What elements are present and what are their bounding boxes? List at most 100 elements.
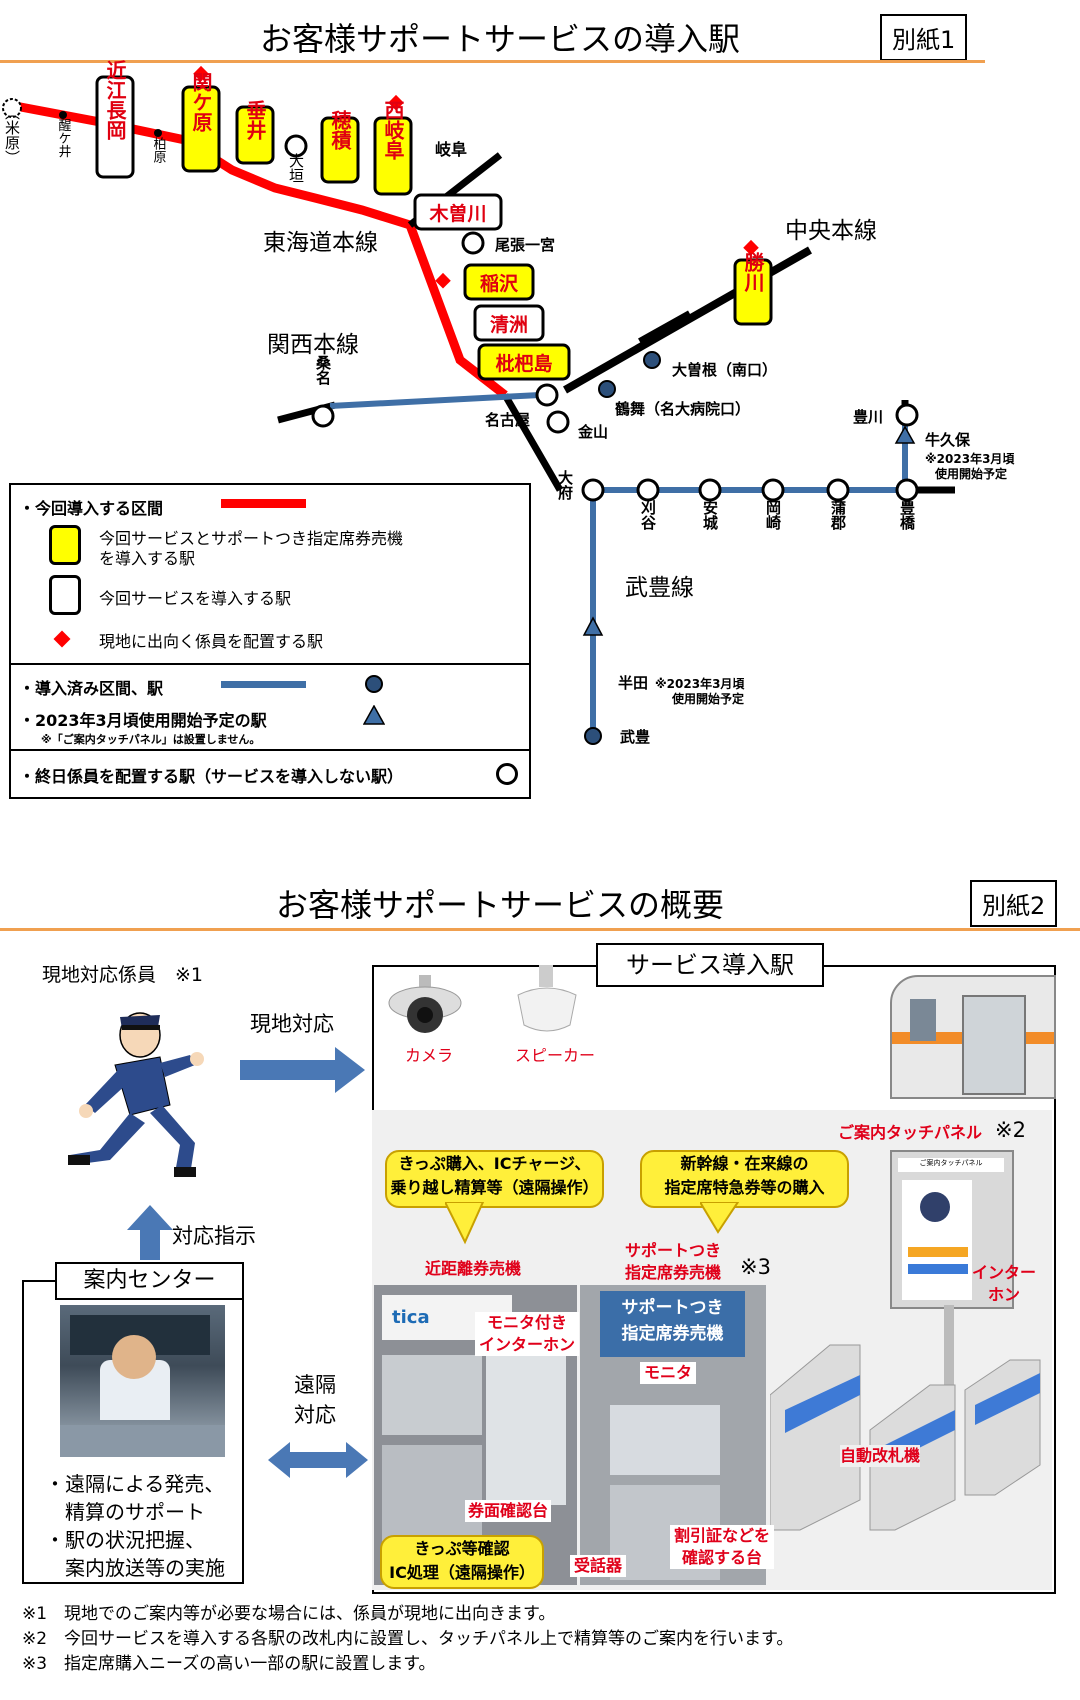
bubble2-line1: 新幹線・在来線の bbox=[680, 1154, 809, 1173]
station-ogaki bbox=[284, 134, 308, 158]
center-items: ・遠隔による発売、 精算のサポート ・駅の状況把握、 案内放送等の実施 bbox=[45, 1470, 225, 1582]
label-owari-ichinomiya: 尾張一宮 bbox=[495, 236, 555, 254]
label-kiyosu: 清洲 bbox=[490, 313, 528, 336]
box-sekigahara bbox=[181, 85, 221, 173]
label-kariya: 刈谷 bbox=[639, 499, 657, 531]
intercom-line1: インター bbox=[972, 1263, 1037, 1282]
instruction-label: 対応指示 bbox=[172, 1224, 256, 1248]
onsite-label: 現地対応 bbox=[250, 1012, 334, 1036]
speaker-label: スピーカー bbox=[515, 1046, 596, 1065]
support-sign-line1: サポートつき bbox=[621, 1298, 724, 1318]
operator-head bbox=[112, 1335, 156, 1379]
section1-title: お客様サポートサービスの導入駅 bbox=[259, 20, 740, 58]
ticket-table-label: 券面確認台 bbox=[465, 1500, 552, 1522]
bubble1-line1: きっぷ購入、ICチャージ、 bbox=[398, 1154, 591, 1173]
legend-white-circle bbox=[496, 763, 518, 785]
station-toyokawa bbox=[895, 403, 919, 427]
short-machine-label: 近距離券売機 bbox=[425, 1259, 522, 1278]
label-obu: 大府 bbox=[556, 469, 574, 501]
monitor-intercom-line2: インターホン bbox=[479, 1335, 576, 1354]
discount-line1: 割引証などを bbox=[674, 1526, 771, 1545]
station-gamagori bbox=[826, 478, 850, 502]
legend-blue-circle bbox=[365, 675, 383, 693]
touch-panel-header: ご案内タッチパネル bbox=[898, 1158, 1004, 1172]
touch-panel-avatar bbox=[920, 1192, 950, 1222]
label-handa: 半田 bbox=[618, 674, 648, 692]
label-biwajima: 枇杷島 bbox=[495, 352, 552, 375]
chuo-black-mid bbox=[638, 310, 692, 346]
onsite-arrow bbox=[240, 1047, 365, 1093]
diamond-inazawa bbox=[435, 272, 451, 289]
bubble1-tail bbox=[445, 1202, 485, 1245]
camera-label: カメラ bbox=[405, 1046, 454, 1065]
legend: ・今回導入する区間 今回サービスとサポートつき指定席券売機 を導入する駅 今回サ… bbox=[9, 483, 531, 799]
bubble3-line2: IC処理（遠隔操作） bbox=[389, 1563, 535, 1582]
remote-arrow bbox=[268, 1442, 368, 1478]
legend-planned: ・2023年3月頃使用開始予定の駅 bbox=[19, 711, 267, 730]
label-hozumi: 穂積 bbox=[328, 109, 352, 151]
intercom-line2: ホン bbox=[988, 1285, 1021, 1304]
box-inazawa bbox=[463, 263, 535, 301]
legend-staffed: ・終日係員を配置する駅（サービスを導入しない駅） bbox=[19, 767, 404, 786]
label-nagoya: 名古屋 bbox=[485, 411, 530, 429]
legend-blue-line bbox=[221, 681, 306, 688]
station-maibara bbox=[2, 98, 22, 118]
touch-panel-illustration: ご案内タッチパネル bbox=[890, 1150, 1014, 1309]
label-nishigifu: 西岐阜 bbox=[381, 100, 405, 161]
touch-panel-intercom: インター ホン bbox=[972, 1262, 1036, 1306]
support-sign: サポートつき 指定席券売機 bbox=[600, 1291, 745, 1357]
label-kachigawa: 勝川 bbox=[741, 252, 765, 293]
touch-panel-btn2 bbox=[908, 1264, 968, 1274]
support-machine-line2: 指定席券売機 bbox=[625, 1263, 722, 1282]
label-handa-note2: 使用開始予定 bbox=[671, 691, 744, 706]
station-nagoya bbox=[535, 383, 559, 407]
label-ushikubo-note2: 使用開始予定 bbox=[934, 466, 1007, 481]
legend-yellow-box bbox=[49, 525, 81, 565]
train-window bbox=[910, 999, 936, 1041]
station-obu bbox=[581, 478, 605, 502]
bubble3-line1: きっぷ等確認 bbox=[414, 1539, 510, 1558]
station-tsurumai bbox=[598, 380, 616, 398]
label-tsurumai: 鶴舞（名大病院口） bbox=[615, 400, 750, 418]
legend-divider2 bbox=[11, 749, 529, 751]
box-kisogawa bbox=[413, 193, 503, 231]
station-toyohashi bbox=[895, 478, 919, 502]
line-tokaido: 東海道本線 bbox=[263, 230, 378, 256]
line-taketoyo: 武豊線 bbox=[625, 575, 694, 601]
box-omi-nagaoka bbox=[95, 75, 135, 179]
box-nishigifu bbox=[373, 116, 413, 196]
station-kuwana bbox=[311, 404, 335, 428]
center-title: 案内センター bbox=[55, 1262, 244, 1300]
machine-panel bbox=[382, 1355, 482, 1435]
bubble-ticket-purchase: きっぷ購入、ICチャージ、 乗り越し精算等（遠隔操作） bbox=[385, 1150, 604, 1208]
center-item-4: 案内放送等の実施 bbox=[45, 1556, 225, 1580]
support-sign-line2: 指定席券売機 bbox=[621, 1324, 724, 1344]
label-tarui: 垂井 bbox=[243, 100, 267, 141]
touch-panel-ref: ※2 bbox=[995, 1118, 1026, 1142]
instruction-arrow bbox=[127, 1205, 173, 1260]
station-kanayama bbox=[546, 410, 570, 434]
legend-yellow-text2: を導入する駅 bbox=[99, 549, 196, 568]
touch-panel-label: ご案内タッチパネル bbox=[838, 1123, 983, 1142]
center-photo bbox=[60, 1305, 225, 1457]
remote-label: 遠隔 対応 bbox=[294, 1370, 336, 1430]
monitor-intercom-label: モニタ付き インターホン bbox=[475, 1312, 580, 1356]
label-ogaki: 大垣 bbox=[287, 153, 305, 183]
station-taketoyo bbox=[584, 727, 602, 745]
station-ozone bbox=[643, 351, 661, 369]
desk bbox=[60, 1425, 225, 1457]
legend-white-text: 今回サービスを導入する駅 bbox=[99, 589, 292, 608]
label-kanayama: 金山 bbox=[577, 423, 608, 441]
label-ushikubo-note1: ※2023年3月頃 bbox=[925, 451, 1015, 466]
tokaido-new-section-south bbox=[405, 223, 508, 399]
machine-panel-right bbox=[486, 1355, 566, 1505]
diamond-kachigawa bbox=[743, 239, 759, 256]
station-ushikubo bbox=[894, 425, 916, 444]
label-samegai: 醒ケ井 bbox=[56, 119, 72, 159]
receiver-label: 受話器 bbox=[570, 1555, 627, 1577]
box-kiyosu bbox=[473, 304, 545, 342]
box-kachigawa bbox=[733, 258, 773, 326]
staff-label: 現地対応係員 ※1 bbox=[42, 964, 204, 986]
label-gifu: 岐阜 bbox=[435, 140, 467, 159]
label-omi-nagaoka: 近江長岡 bbox=[103, 60, 127, 140]
